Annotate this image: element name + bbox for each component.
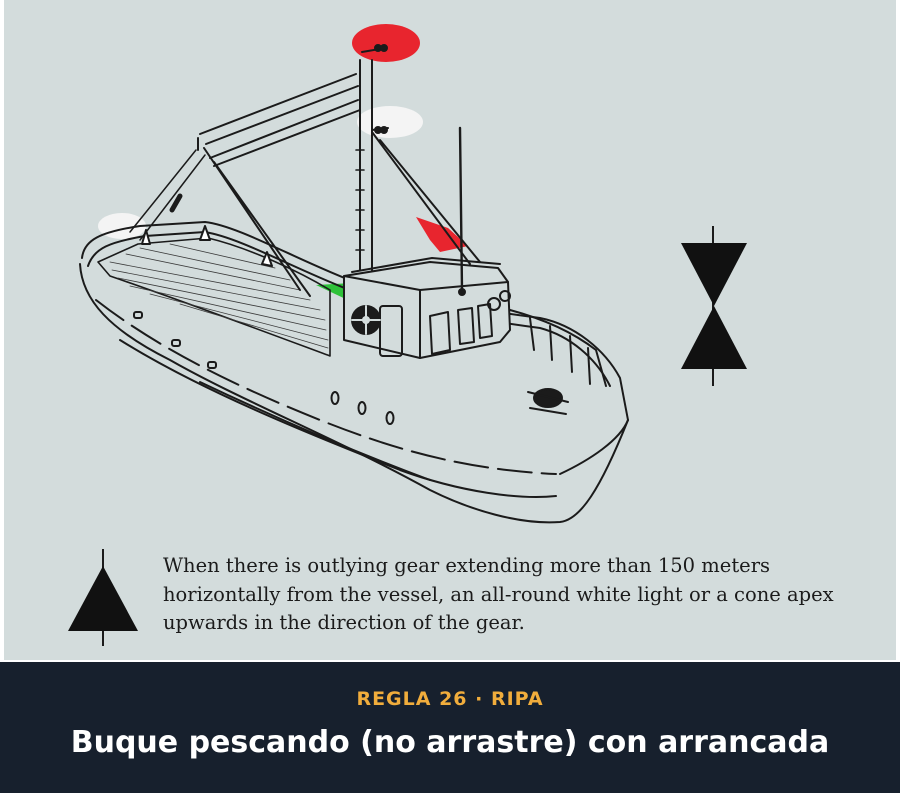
porthole — [330, 391, 340, 405]
vessel-illustration — [79, 24, 629, 524]
caption-text: When there is outlying gear extending mo… — [163, 554, 834, 634]
rule-title: Buque pescando (no arrastre) con arranca… — [70, 725, 830, 760]
antenna — [458, 126, 464, 292]
red-masthead-light — [352, 24, 420, 62]
rule-subtitle: REGLA 26 · RIPA — [356, 688, 544, 710]
porthole — [357, 401, 367, 415]
deck-area — [97, 237, 331, 357]
derrick-boom — [199, 73, 359, 145]
footer-bar — [0, 662, 900, 793]
hull-bottom — [79, 263, 629, 524]
bulwark-stanchions — [133, 225, 273, 369]
two-cones-apexes-together-icon — [681, 226, 747, 386]
main-mast — [359, 59, 373, 271]
cone-apex-up-icon — [68, 549, 138, 646]
white-masthead-light — [357, 106, 423, 138]
diagram-artwork — [68, 24, 747, 646]
hull-stem — [559, 419, 629, 475]
porthole — [385, 411, 395, 425]
bow-rail — [509, 309, 607, 387]
